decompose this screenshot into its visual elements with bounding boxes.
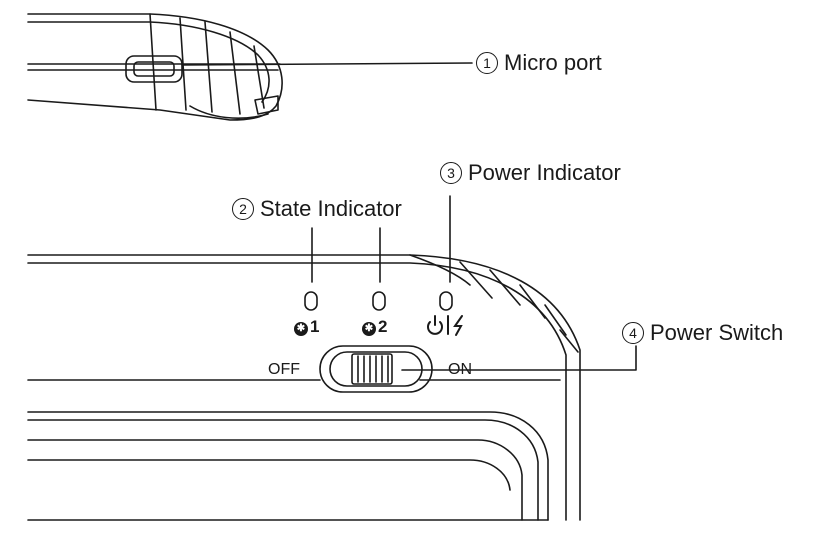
callout-power-switch: 4 Power Switch xyxy=(622,320,783,346)
callout-label: Power Indicator xyxy=(468,160,621,185)
power-switch xyxy=(319,345,433,393)
callout-label: State Indicator xyxy=(260,196,402,221)
bluetooth-icon: ✱ xyxy=(362,322,376,336)
bt-channel-1-label: ✱1 xyxy=(294,318,319,336)
callout-number: 1 xyxy=(476,52,498,74)
bt-channel-2-label: ✱2 xyxy=(362,318,387,336)
led-bt1 xyxy=(304,291,318,311)
callout-state-indicator: 2 State Indicator xyxy=(232,196,402,222)
power-icon xyxy=(427,315,443,335)
callout-number: 2 xyxy=(232,198,254,220)
callout-label: Power Switch xyxy=(650,320,784,345)
led-power xyxy=(439,291,453,311)
micro-port xyxy=(125,55,183,83)
device-top-view xyxy=(27,254,581,521)
callout-micro-port: 1 Micro port xyxy=(476,50,602,76)
bluetooth-icon: ✱ xyxy=(294,322,308,336)
switch-off-label: OFF xyxy=(268,361,300,378)
bt-channel-1-number: 1 xyxy=(310,317,320,336)
charge-icon xyxy=(453,315,463,336)
bt-channel-2-number: 2 xyxy=(378,317,388,336)
callout-number: 4 xyxy=(622,322,644,344)
leader-line-micro-port xyxy=(181,62,473,66)
callout-number: 3 xyxy=(440,162,462,184)
callout-label: Micro port xyxy=(504,50,602,75)
callout-power-indicator: 3 Power Indicator xyxy=(440,160,621,186)
leader-line-power-switch xyxy=(401,345,637,371)
switch-on-label: ON xyxy=(448,361,472,378)
led-bt2 xyxy=(372,291,386,311)
